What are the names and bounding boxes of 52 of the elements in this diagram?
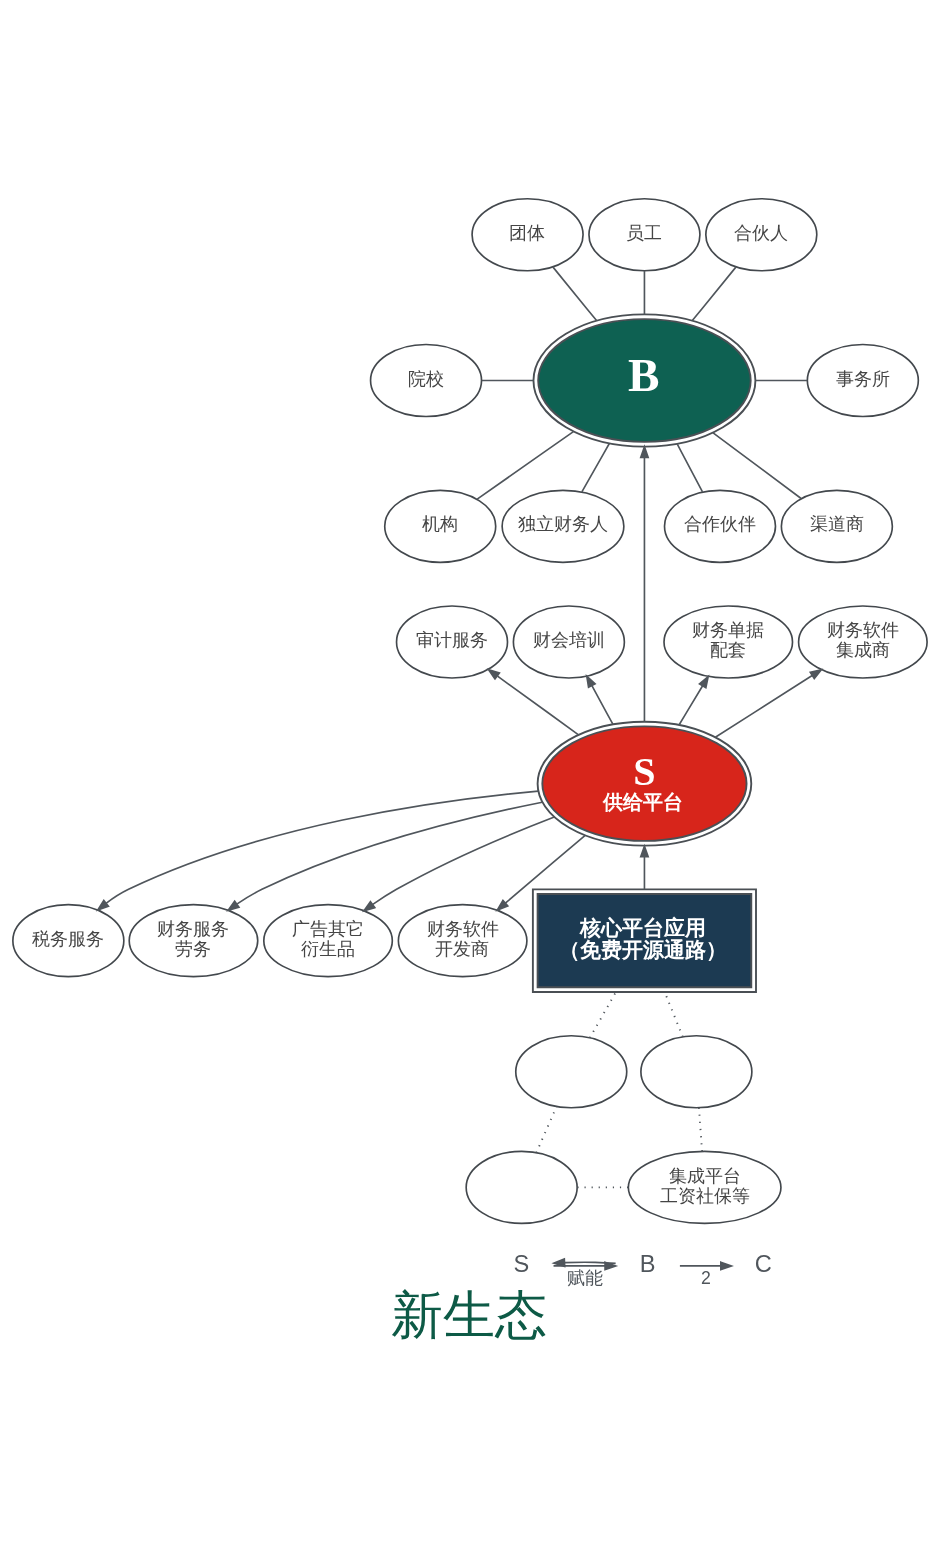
arrow	[226, 801, 543, 912]
node-ellipse: 院校	[369, 343, 483, 418]
node-ellipse: 财务软件开发商	[397, 903, 528, 978]
arrow	[639, 444, 650, 723]
connector	[754, 379, 809, 382]
connector	[581, 442, 611, 493]
arrow	[551, 1257, 617, 1268]
node-ellipse	[465, 1150, 578, 1225]
node-ellipse: 事务所	[806, 343, 920, 418]
node-text: C	[754, 1250, 772, 1277]
connector	[691, 266, 737, 322]
node-ellipse: 团体	[471, 197, 584, 272]
arrow	[678, 674, 710, 726]
node-ellipse: 员工	[588, 197, 701, 272]
connector	[481, 379, 535, 382]
node-ellipse	[514, 1034, 628, 1109]
node-ellipse: 合作伙伴	[663, 489, 777, 564]
node-ellipse: B	[532, 313, 757, 448]
node-ellipse: S 供给平台	[536, 720, 753, 847]
connector	[476, 430, 575, 500]
node-ellipse: 渠道商	[780, 489, 894, 564]
arrow	[495, 834, 586, 912]
edge-label: 赋能	[566, 1267, 603, 1288]
connector	[552, 266, 598, 322]
edge-label: 2	[700, 1267, 711, 1288]
connector	[698, 1106, 704, 1153]
arrow	[486, 668, 580, 736]
node-ellipse: 财务服务劳务	[128, 903, 259, 978]
connector	[588, 991, 617, 1039]
node-text: S	[513, 1250, 530, 1277]
node-ellipse: 税务服务	[12, 903, 125, 978]
node-box: 核心平台应用（免费开源通路）	[531, 888, 757, 993]
node-text: B	[639, 1250, 656, 1277]
connector	[676, 443, 704, 493]
arrow	[639, 843, 650, 891]
arrow	[95, 790, 540, 912]
caption: 新生态	[391, 1287, 548, 1345]
arrow	[361, 816, 556, 913]
arrow	[714, 668, 824, 739]
arrow	[679, 1261, 734, 1271]
node-ellipse: 广告其它衍生品	[262, 903, 394, 978]
arrow	[552, 1261, 619, 1271]
arrow	[585, 674, 614, 726]
node-ellipse: 合伙人	[705, 197, 818, 272]
node-ellipse	[640, 1034, 753, 1109]
connector	[712, 432, 802, 500]
node-ellipse: 独立财务人	[501, 489, 625, 564]
node-ellipse: 财会培训	[512, 605, 626, 679]
node-ellipse: 财务单据配套	[663, 605, 794, 679]
node-ellipse: 集成平台工资社保等	[627, 1150, 782, 1225]
node-ellipse: 机构	[383, 489, 497, 564]
connector	[643, 270, 646, 316]
